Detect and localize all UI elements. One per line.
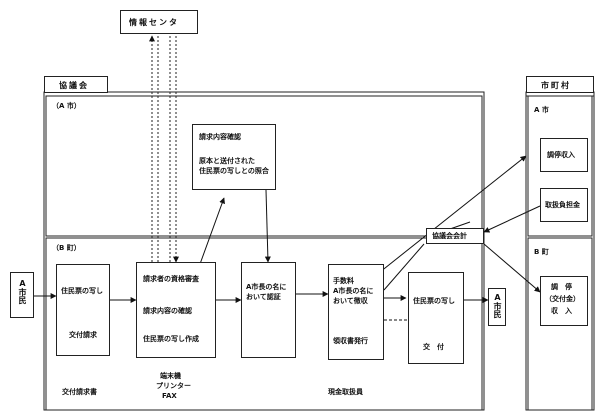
caption-cashier: 現金取扱員 [328,388,363,396]
issue-box: 住民票の写し 交 付 [408,272,464,364]
issue-line1: 住民票の写し [413,297,455,305]
request-line2: 交付請求 [69,331,97,339]
verify-line3: 住民票の写しとの照合 [199,167,269,175]
info-center-box: 情報センタ [120,10,198,34]
certify-box: A市長の名に おいて認証 [241,262,296,358]
fee-box: 手数料 A市長の名に おいて徴収 領収書発行 [328,264,384,360]
info-center-label: 情報センタ [129,18,179,27]
request-line1: 住民票の写し [61,287,103,295]
caption-fax: FAX [162,392,177,400]
muni-b-town-label: B 町 [534,248,549,256]
b-town-income-box: 調 停 （交付金） 収 入 [540,276,588,326]
council-account-label: 協議会会計 [432,232,467,240]
verify-box: 請求内容確認 原本と送付された 住民票の写しとの照合 [192,124,276,190]
caption-terminal: 端末機 [160,372,181,380]
review-line3: 住民票の写し作成 [143,335,199,343]
section-b-town-label: （B 町） [52,244,81,252]
certify-line1: A市長の名に [246,283,287,291]
b-income-line1: 調 停 [551,283,572,291]
fee-line3: おいて徴収 [333,297,368,305]
fee-income-box: 調停収入 [540,138,588,172]
resident-label-left: A市民 [18,279,27,304]
fee-income-label: 調停収入 [547,151,575,159]
request-box: 住民票の写し 交付請求 [56,264,110,356]
verify-line1: 請求内容確認 [199,133,241,141]
fee-line1: 手数料 [333,277,354,285]
review-line1: 請求者の資格審査 [143,275,199,283]
council-tab: 協議会 [44,76,108,93]
caption-request-form: 交付請求書 [62,388,97,396]
municipalities-tab: 市町村 [526,76,594,93]
b-income-line3: 収 入 [551,307,572,315]
council-account-box: 協議会会計 [426,228,484,244]
fee-line4: 領収書発行 [333,337,368,345]
muni-a-city-label: A 市 [534,106,549,114]
verify-line2: 原本と送付された [199,157,255,165]
issue-line2: 交 付 [423,343,444,351]
certify-line2: おいて認証 [246,293,281,301]
resident-label-right: A市民 [493,293,502,318]
section-a-city-label: （A 市） [52,102,81,110]
council-tab-label: 協議会 [59,81,89,90]
review-box: 請求者の資格審査 請求内容の確認 住民票の写し作成 [136,262,216,358]
resident-box-left: A市民 [10,272,34,318]
contribution-label: 取扱負担金 [545,201,580,209]
resident-box-right: A市民 [488,288,506,326]
municipalities-tab-label: 市町村 [541,81,571,90]
b-income-line2: （交付金） [545,295,580,303]
contribution-box: 取扱負担金 [540,188,588,222]
review-line2: 請求内容の確認 [143,307,192,315]
caption-printer: プリンター [156,382,191,390]
fee-line2: A市長の名に [333,287,374,295]
